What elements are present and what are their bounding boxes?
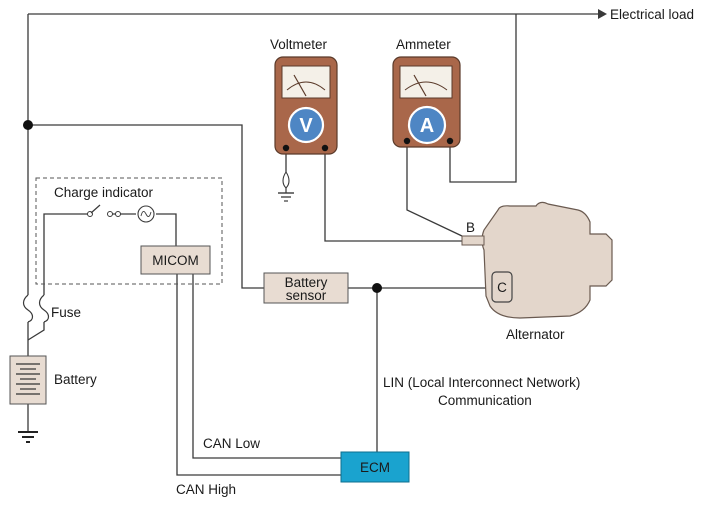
fuse-right-wire — [27, 322, 45, 341]
indicator-right-wire — [156, 213, 177, 246]
can-high-wire — [176, 274, 341, 476]
sensor-feed-wire — [28, 124, 264, 289]
battery-ground-icon — [18, 431, 38, 443]
battery-sensor-box — [263, 272, 349, 304]
ammeter-in-wire — [406, 141, 463, 237]
alternator: B C — [461, 201, 613, 319]
ammeter-terminal-out — [446, 137, 454, 145]
voltmeter-scale-arc — [286, 81, 326, 91]
voltmeter: Voltmeter V — [270, 37, 338, 155]
indicator-left-wire — [43, 213, 90, 295]
voltmeter-symbol: V — [299, 115, 313, 137]
junction-dot-lin — [372, 283, 382, 293]
alternator-label: Alternator — [506, 327, 565, 342]
electrical-load-arrow-icon — [598, 9, 607, 19]
alternator-b-label: B — [466, 220, 475, 235]
junction-dot-main — [23, 120, 33, 130]
ammeter-out-wire — [449, 14, 517, 183]
voltmeter-needle-icon — [293, 74, 307, 97]
alternator-b-terminal — [461, 235, 485, 246]
voltmeter-dial — [287, 106, 325, 144]
micom-label: MICOM — [152, 253, 199, 268]
fuse-icon — [22, 294, 50, 323]
alternator-c-label: C — [497, 280, 507, 295]
indicator-switch-icon — [87, 204, 121, 217]
fuse-label: Fuse — [51, 305, 81, 320]
battery-sensor-label-line2: sensor — [286, 288, 327, 303]
ecm-label: ECM — [360, 460, 390, 475]
electrical-load-label: Electrical load — [610, 7, 694, 22]
ammeter-scale-arc — [404, 81, 448, 91]
can-high-label: CAN High — [176, 482, 236, 497]
alternator-body — [481, 201, 613, 319]
ammeter: Ammeter A — [392, 37, 461, 148]
can-low-label: CAN Low — [203, 436, 260, 451]
alternator-c-connector — [491, 271, 513, 303]
ecm-box — [340, 451, 410, 483]
charge-indicator-box — [35, 177, 223, 285]
ammeter-dial — [407, 105, 447, 145]
voltmeter-ground-icon — [278, 171, 294, 202]
voltmeter-terminal-pos — [321, 144, 329, 152]
battery-label: Battery — [54, 372, 97, 387]
voltmeter-terminal-neg — [282, 144, 290, 152]
ammeter-symbol: A — [420, 115, 434, 137]
lin-label-line1: LIN (Local Interconnect Network) — [383, 375, 580, 390]
wiring — [27, 13, 598, 476]
indicator-lamp-icon — [137, 205, 155, 223]
voltmeter-lead-wire — [324, 150, 465, 242]
ammeter-terminal-in — [403, 137, 411, 145]
ammeter-label: Ammeter — [396, 37, 451, 52]
micom-box — [140, 245, 211, 275]
voltmeter-label: Voltmeter — [270, 37, 328, 52]
lin-label-line2: Communication — [438, 393, 532, 408]
battery-sensor-label-line1: Battery — [285, 275, 328, 290]
charge-indicator-label: Charge indicator — [54, 185, 154, 200]
can-low-wire — [192, 274, 341, 459]
ammeter-needle-icon — [413, 74, 427, 97]
battery-icon — [9, 355, 47, 405]
